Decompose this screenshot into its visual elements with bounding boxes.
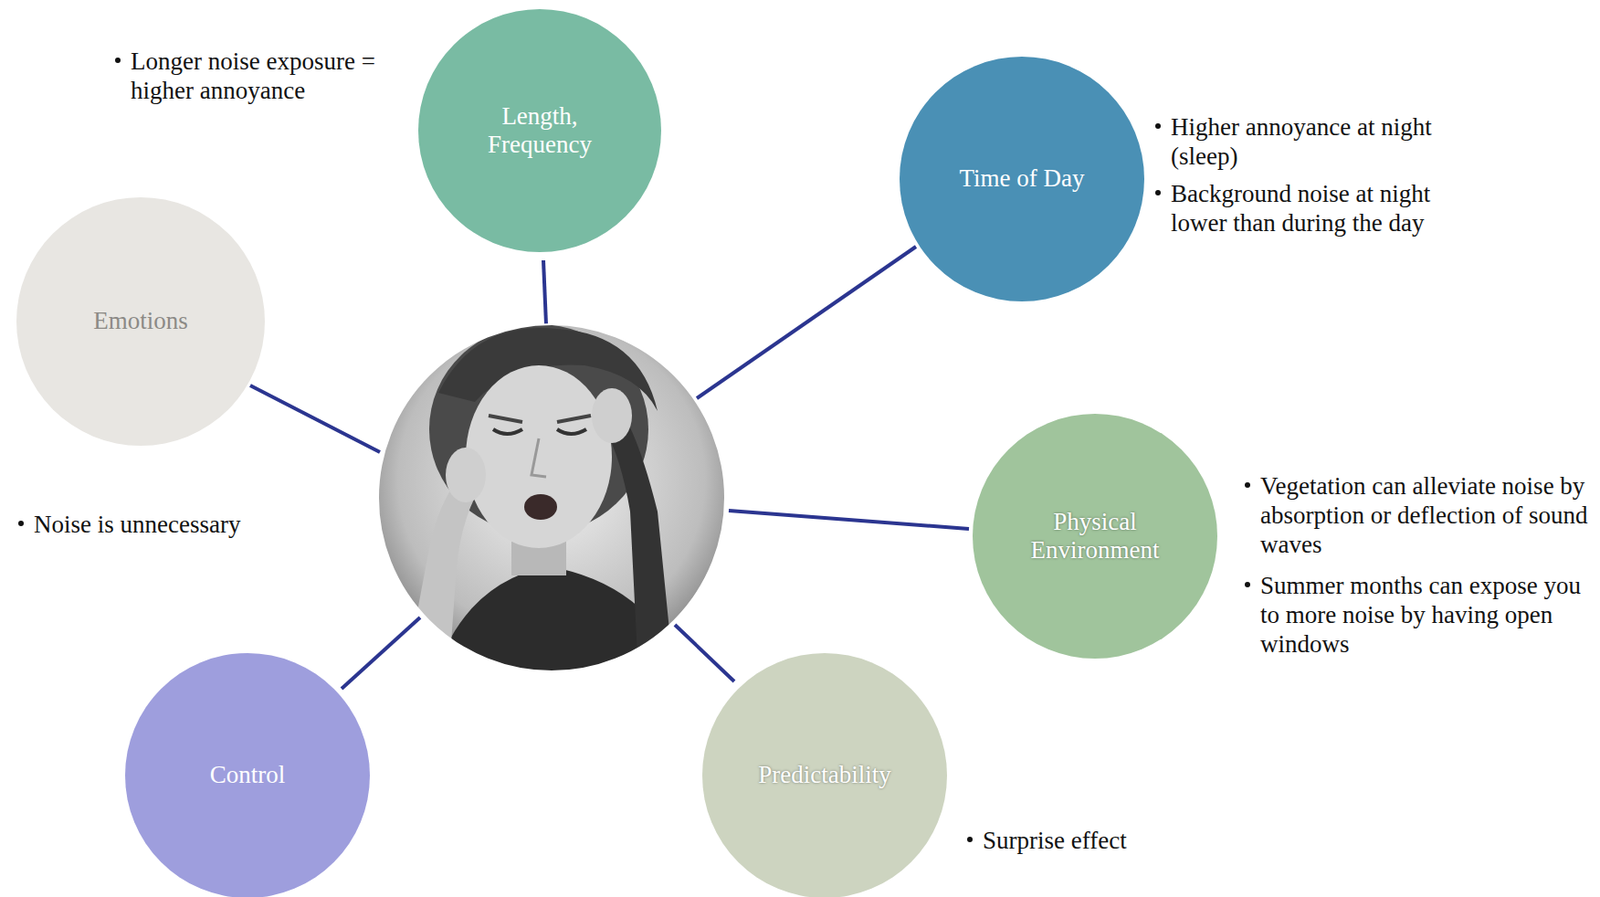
circle-fill [972, 413, 1218, 659]
leader-line [543, 260, 547, 325]
leader-line [674, 624, 735, 682]
bullet-note: Background noise at night lower than dur… [1170, 179, 1491, 239]
topic-circle: Length, Frequency [418, 9, 662, 253]
topic-circle: Time of Day [899, 56, 1145, 302]
circle-text-box: Emotions [93, 306, 189, 336]
bullet-dot [1244, 482, 1251, 488]
circle-text-box: Length, Frequency [462, 102, 618, 159]
note-text: Surprise effect [982, 826, 1221, 856]
bullet-note: Longer noise exposure = higher annoyance [130, 47, 437, 106]
circle-label: Emotions [93, 306, 189, 336]
circle-text-box: Time of Day [958, 164, 1085, 193]
topic-circle: Physical Environment [972, 413, 1218, 659]
topic-circle: Predictability [702, 652, 948, 897]
leader-line [728, 510, 969, 529]
bullet-note: Vegetation can alleviate noise by absorp… [1260, 472, 1594, 560]
circle-text-box: Control [210, 760, 286, 790]
circle-label: Predictability [757, 760, 891, 790]
circle-fill [16, 197, 265, 446]
note-text: Summer months can expose you to more noi… [1260, 571, 1594, 660]
circle-fill [899, 56, 1145, 302]
circle-label: Physical Environment [1017, 507, 1173, 565]
woman-photo [368, 315, 735, 695]
bullet-note: Summer months can expose you to more noi… [1260, 571, 1594, 660]
leader-line [341, 617, 421, 689]
bullet-dot [1155, 189, 1161, 196]
bullet-note: Surprise effect [982, 826, 1221, 856]
circle-label: Time of Day [958, 164, 1085, 193]
note-text: Longer noise exposure = higher annoyance [130, 47, 437, 106]
bullet-dot [1155, 123, 1161, 129]
bullet-dot [115, 57, 121, 64]
bullet-dot [967, 836, 973, 843]
leader-line [696, 246, 916, 399]
bullet-note: Higher annoyance at night (sleep) [1170, 113, 1491, 172]
circle-label: Control [210, 760, 286, 790]
topic-circle: Control [125, 652, 370, 897]
circle-text-box: Physical Environment [1017, 507, 1173, 565]
photo-frame [378, 324, 726, 672]
bullet-note: Noise is unnecessary [33, 510, 327, 540]
leader-line [250, 385, 380, 453]
note-text: Noise is unnecessary [33, 510, 327, 540]
note-text: Background noise at night lower than dur… [1170, 179, 1491, 239]
circle-label: Length, Frequency [462, 102, 618, 159]
bullet-dot [18, 520, 24, 527]
circle-text-box: Predictability [757, 760, 891, 790]
bullet-dot [1244, 581, 1251, 588]
circle-fill [702, 652, 948, 897]
note-text: Higher annoyance at night (sleep) [1170, 113, 1491, 172]
topic-circle: Emotions [16, 197, 265, 446]
note-text: Vegetation can alleviate noise by absorp… [1260, 472, 1594, 560]
circle-fill [418, 9, 662, 253]
circle-fill [125, 652, 370, 897]
